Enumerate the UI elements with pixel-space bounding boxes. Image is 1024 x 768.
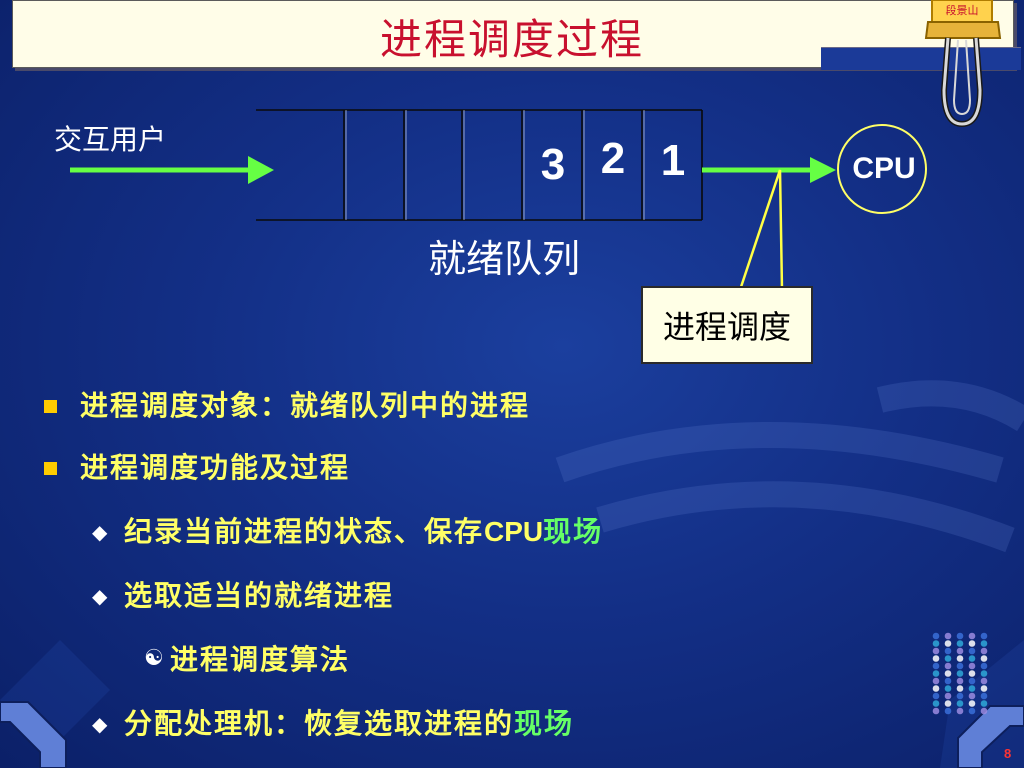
- decor-dot: [968, 707, 976, 715]
- cpu-circle: [837, 124, 927, 214]
- cpu-label: CPU: [852, 152, 916, 185]
- decor-dot: [968, 677, 976, 685]
- sub-bullet-1: 纪录当前进程的状态、保存CPU现场: [124, 510, 603, 550]
- sub-bullet-3-tail: 现场: [514, 707, 575, 740]
- sub-bullet-3: 分配处理机：恢复选取进程的现场: [124, 702, 574, 742]
- decor-dot: [980, 640, 988, 647]
- decor-dot: [932, 640, 940, 647]
- page-number: 8: [1004, 746, 1012, 761]
- dot-grid: [932, 632, 988, 715]
- decor-dot: [968, 670, 976, 677]
- decor-dot: [980, 670, 988, 677]
- binder-clip-icon: [924, 0, 1002, 128]
- decor-dot: [932, 670, 940, 677]
- decor-dot: [956, 662, 964, 670]
- decor-dot: [980, 662, 988, 670]
- decor-dot: [944, 707, 952, 715]
- diamond-bullet-icon: ◆: [92, 712, 108, 736]
- corner-bracket: [0, 701, 1024, 768]
- sub-bullet-1-text: 纪录当前进程的状态、保存: [124, 515, 485, 548]
- bullet-1: 进程调度对象：就绪队列中的进程: [80, 389, 531, 422]
- decor-dot: [944, 685, 952, 692]
- decor-dot: [944, 700, 952, 707]
- decor-dot: [944, 662, 952, 670]
- decor-dot: [980, 647, 988, 655]
- decor-dot: [932, 707, 940, 715]
- sub-sub-bullet: 进程调度算法: [170, 643, 351, 676]
- decor-dot: [980, 655, 988, 662]
- decor-dot: [968, 632, 976, 640]
- decor-dot: [980, 707, 988, 715]
- square-bullet-icon: [44, 400, 57, 413]
- decor-dot: [968, 662, 976, 670]
- sub-bullet-1-tail: 现场: [543, 515, 604, 548]
- diamond-bullet-icon: ◆: [92, 584, 108, 608]
- decor-dot: [968, 640, 976, 647]
- decor-dot: [980, 700, 988, 707]
- decor-dot: [932, 677, 940, 685]
- decor-dot: [944, 692, 952, 700]
- sub-bullet-1-cpu: CPU: [484, 516, 544, 547]
- interactive-user-label: 交互用户: [54, 123, 167, 156]
- decor-dot: [956, 685, 964, 692]
- decor-dot: [956, 655, 964, 662]
- decor-dot: [944, 655, 952, 662]
- queue-item-1: 1: [660, 136, 686, 185]
- decor-dot: [968, 700, 976, 707]
- decor-dot: [968, 647, 976, 655]
- scheduler-callout: [738, 169, 784, 291]
- diamond-bullet-icon: ◆: [92, 520, 108, 544]
- decor-dot: [932, 647, 940, 655]
- decor-dot: [944, 632, 952, 640]
- slide-title: 进程调度过程: [379, 15, 644, 64]
- decor-dot: [956, 677, 964, 685]
- decor-dot: [956, 692, 964, 700]
- decor-dot: [968, 655, 976, 662]
- queue-item-2: 2: [600, 134, 626, 183]
- decor-dot: [956, 632, 964, 640]
- queue-item-3: 3: [540, 140, 566, 189]
- decor-dot: [944, 670, 952, 677]
- decor-dot: [956, 670, 964, 677]
- scheduler-box: 进程调度: [641, 286, 813, 364]
- decor-dot: [944, 640, 952, 647]
- decor-dot: [980, 692, 988, 700]
- scheduling-diagram: [70, 109, 927, 291]
- title-bar: [12, 0, 1021, 70]
- decor-dot: [956, 640, 964, 647]
- decor-dot: [968, 692, 976, 700]
- clip-label: 段景山: [945, 4, 979, 17]
- sub-bullet-2: 选取适当的就绪进程: [124, 579, 395, 612]
- decor-dot: [968, 685, 976, 692]
- decor-dot: [956, 707, 964, 715]
- decor-dot: [944, 647, 952, 655]
- square-bullet-icon: [44, 462, 57, 475]
- scheduler-label: 进程调度: [662, 308, 791, 346]
- decor-dot: [932, 662, 940, 670]
- decor-dot: [944, 677, 952, 685]
- sub-bullet-3-text: 分配处理机：恢复选取进程的: [124, 707, 515, 740]
- decor-dot: [980, 685, 988, 692]
- bullet-2: 进程调度功能及过程: [80, 451, 351, 484]
- decor-dot: [932, 692, 940, 700]
- decor-dot: [956, 700, 964, 707]
- yin-yang-bullet-icon: ☯: [144, 646, 164, 671]
- decor-dot: [956, 647, 964, 655]
- decor-dot: [932, 685, 940, 692]
- ready-queue-label: 就绪队列: [428, 237, 581, 281]
- decor-dot: [932, 700, 940, 707]
- ready-queue: [256, 109, 703, 221]
- input-arrow-head: [248, 156, 274, 184]
- decor-dot: [932, 632, 940, 640]
- decor-dot: [980, 632, 988, 640]
- decor-dot: [980, 677, 988, 685]
- output-arrow-head: [810, 157, 836, 183]
- decor-dot: [932, 655, 940, 662]
